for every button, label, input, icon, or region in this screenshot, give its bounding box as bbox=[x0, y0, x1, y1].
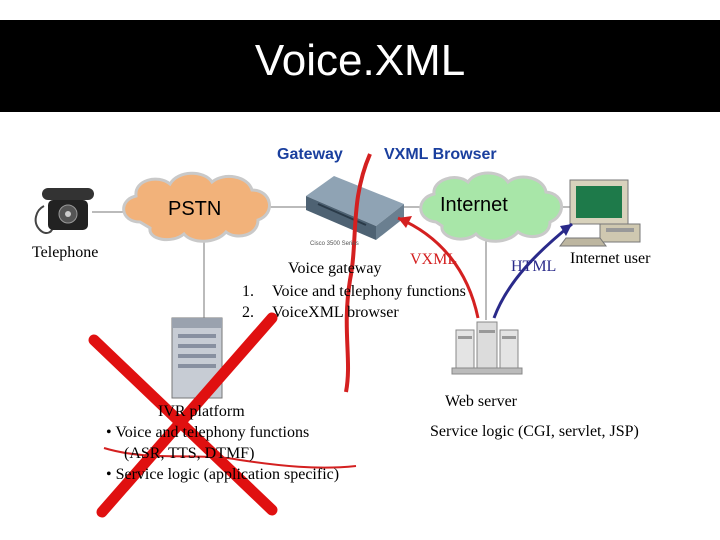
telephone-icon bbox=[34, 188, 94, 234]
computer-icon bbox=[559, 179, 641, 247]
telephone-label: Telephone bbox=[32, 244, 99, 261]
html-arrowhead bbox=[560, 224, 572, 236]
pstn-label: PSTN bbox=[168, 198, 222, 220]
device-caption: Cisco 3500 Series bbox=[310, 241, 359, 247]
gw-item2-number: 2. bbox=[242, 304, 254, 321]
vxml-browser-label: VXML Browser bbox=[384, 146, 497, 163]
slide-title: Voice.XML bbox=[254, 36, 466, 85]
gw-item1-text: Voice and telephony functions bbox=[272, 283, 466, 300]
service-logic-label: Service logic (CGI, servlet, JSP) bbox=[430, 423, 639, 440]
web-server-label: Web server bbox=[445, 393, 518, 410]
gw-item2-text: VoiceXML browser bbox=[272, 304, 399, 321]
gw-item1-number: 1. bbox=[242, 283, 254, 300]
vxml-arrow bbox=[397, 216, 480, 319]
ivr-item2: • Service logic (application specific) bbox=[106, 466, 340, 483]
voice-gateway-label: Voice gateway bbox=[288, 260, 382, 277]
strike-line bbox=[103, 447, 357, 469]
gateway-label: Gateway bbox=[277, 146, 343, 163]
vxml-arrowhead bbox=[398, 216, 412, 228]
html-label: HTML bbox=[511, 258, 557, 275]
web-server-icon bbox=[451, 321, 523, 375]
vxml-label: VXML bbox=[410, 251, 458, 268]
internet-label: Internet bbox=[440, 194, 508, 216]
pstn-cloud bbox=[122, 171, 271, 243]
internet-user-label: Internet user bbox=[570, 250, 651, 267]
cross-mark-icon bbox=[88, 312, 278, 518]
ivr-platform-label: IVR platform bbox=[158, 403, 245, 420]
ivr-item1-detail: (ASR, TTS, DTMF) bbox=[124, 445, 255, 462]
vxml-red-line bbox=[344, 153, 372, 393]
internet-cloud bbox=[419, 171, 563, 243]
gateway-router-icon bbox=[306, 176, 404, 240]
html-arrow bbox=[492, 222, 573, 319]
ivr-item1: • Voice and telephony functions bbox=[106, 424, 310, 441]
title-bar bbox=[0, 20, 720, 112]
